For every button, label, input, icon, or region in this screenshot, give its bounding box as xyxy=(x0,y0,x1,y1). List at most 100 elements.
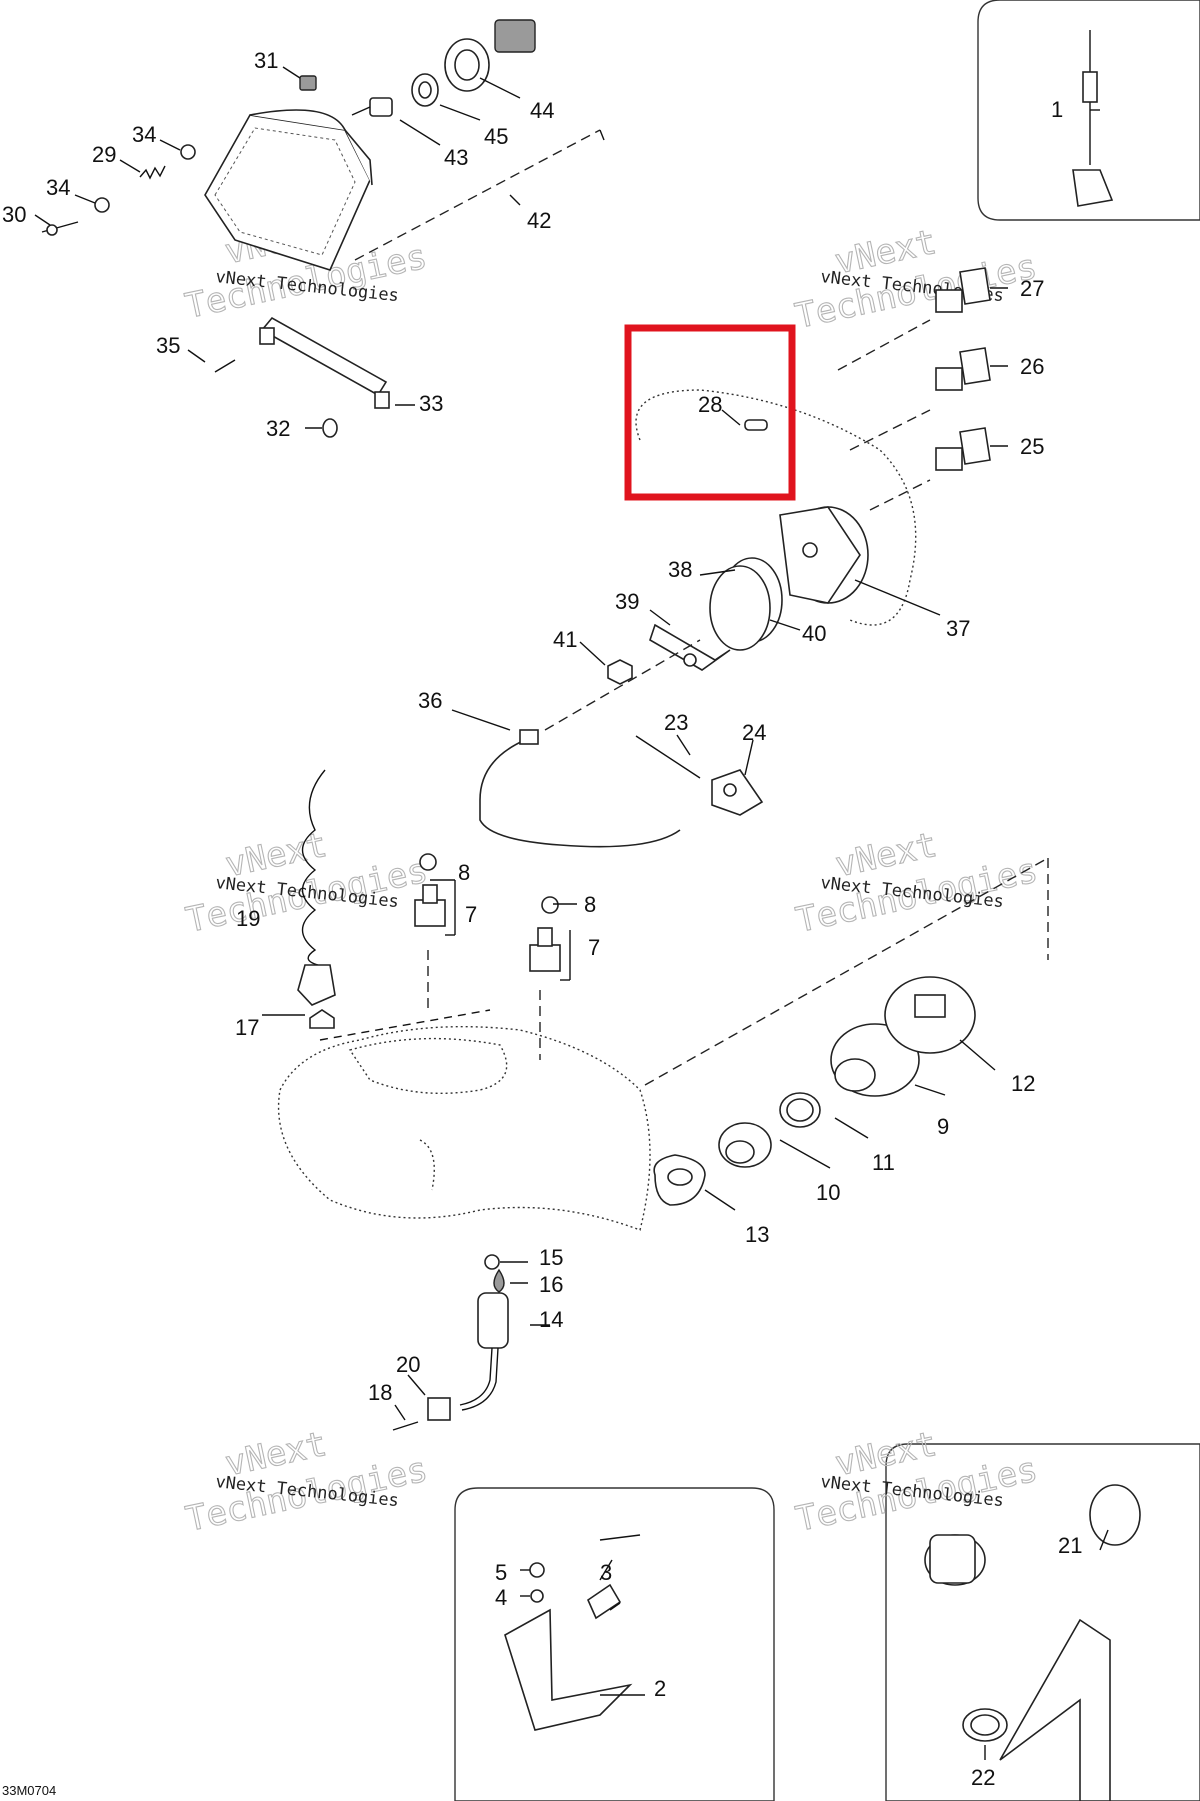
callout-15: 15 xyxy=(539,1245,563,1270)
inset-cable-icon xyxy=(1072,30,1114,207)
seal-ring-icon xyxy=(709,557,783,651)
inset-frame-bottom-center xyxy=(454,1487,775,1801)
sealant-drop-icon xyxy=(493,1268,505,1293)
callout-35: 35 xyxy=(156,333,180,358)
callout-39: 39 xyxy=(615,589,639,614)
switch-dash-3 xyxy=(869,479,931,511)
drawing-code: 33M0704 xyxy=(2,1783,56,1798)
callout-8-right: 8 xyxy=(584,892,596,917)
callout-labels: 1 2 3 4 5 7 7 8 8 9 10 11 12 13 14 15 16… xyxy=(2,48,1082,1790)
inset-frame-top-right xyxy=(977,0,1200,221)
callout-19: 19 xyxy=(236,906,260,931)
callout-5: 5 xyxy=(495,1560,507,1585)
switch-27-icon xyxy=(935,267,991,313)
rivet-icon xyxy=(214,359,236,373)
callout-7-right: 7 xyxy=(588,935,600,960)
sender-nut-icon xyxy=(484,1254,500,1270)
ignition-switch-icon xyxy=(830,1023,920,1097)
callout-45: 45 xyxy=(484,124,508,149)
inset-nut-icon xyxy=(529,1562,545,1603)
speedo-cable-icon xyxy=(479,739,681,848)
gauge-housing-icon xyxy=(779,506,869,604)
inset-frame-bottom-right xyxy=(885,1443,1200,1801)
thermo-wire-icon xyxy=(635,735,701,779)
switch-dash-1 xyxy=(837,319,931,371)
watermark-mid-left: vNext Technologies xyxy=(182,824,432,941)
callout-22: 22 xyxy=(971,1765,995,1790)
gauge-bracket-icon xyxy=(649,623,731,671)
callout-34-bottom: 34 xyxy=(46,175,70,200)
callout-43: 43 xyxy=(444,145,468,170)
inset-clip-icon xyxy=(586,1559,622,1620)
callout-31: 31 xyxy=(254,48,278,73)
speedo-cable-dash xyxy=(544,639,701,731)
switch-dash-2 xyxy=(849,409,931,451)
inset-frame-tube-icon xyxy=(999,1618,1111,1801)
washer-icon xyxy=(94,144,196,213)
mounting-bracket-icon xyxy=(259,316,390,409)
bulb-28-icon xyxy=(744,419,768,431)
inset-switch-icon xyxy=(924,1534,986,1586)
callout-18: 18 xyxy=(368,1380,392,1405)
callout-42: 42 xyxy=(527,208,551,233)
callout-30: 30 xyxy=(2,202,26,227)
callout-3: 3 xyxy=(600,1560,612,1585)
callout-41: 41 xyxy=(553,627,577,652)
callout-24: 24 xyxy=(742,720,766,745)
inset-socket-icon xyxy=(1089,1484,1141,1546)
ignition-cap-icon xyxy=(718,1122,772,1168)
screw-left-icon xyxy=(41,221,79,236)
leader-lines xyxy=(34,66,1109,1760)
callout-10: 10 xyxy=(816,1180,840,1205)
bracket-tick xyxy=(599,129,605,141)
hood-dash xyxy=(319,1009,491,1041)
callout-44: 44 xyxy=(530,98,554,123)
callout-40: 40 xyxy=(802,621,826,646)
fuel-sender-icon xyxy=(459,1292,509,1411)
bracket-dashed-line xyxy=(354,129,601,261)
callout-25: 25 xyxy=(1020,434,1044,459)
hood-inner-outline xyxy=(348,1037,508,1095)
callout-32: 32 xyxy=(266,416,290,441)
spring-icon xyxy=(139,165,166,180)
callout-20: 20 xyxy=(396,1352,420,1377)
callout-4: 4 xyxy=(495,1585,507,1610)
callout-23: 23 xyxy=(664,710,688,735)
key-icon xyxy=(653,1154,706,1206)
bulb-socket-icon xyxy=(411,73,439,107)
switch-left-icon xyxy=(414,853,446,927)
callout-37: 37 xyxy=(946,616,970,641)
callout-17: 17 xyxy=(235,1015,259,1040)
callout-26: 26 xyxy=(1020,354,1044,379)
callout-21: 21 xyxy=(1058,1533,1082,1558)
headlight-assembly xyxy=(204,109,373,271)
switch-26-icon xyxy=(935,347,991,391)
callout-7-left: 7 xyxy=(465,902,477,927)
highlight-box-part-28 xyxy=(624,324,796,501)
callout-14: 14 xyxy=(539,1307,563,1332)
lamp-ring-icon xyxy=(444,38,490,92)
callout-36: 36 xyxy=(418,688,442,713)
temperature-sensor-icon xyxy=(711,769,764,816)
hood-detail-outline xyxy=(419,1139,435,1191)
headlight-clip-icon xyxy=(299,75,317,91)
inset-bracket-icon xyxy=(504,1608,633,1731)
ignition-dash-line xyxy=(644,857,1049,1086)
tether-cord-icon xyxy=(301,769,326,966)
callout-27: 27 xyxy=(1020,276,1044,301)
switch-25-icon xyxy=(935,427,991,471)
hood-outline xyxy=(277,1025,651,1231)
gauge-nut-icon xyxy=(607,659,633,685)
callout-16: 16 xyxy=(539,1272,563,1297)
cable-end-icon xyxy=(519,729,539,745)
callout-12: 12 xyxy=(1011,1071,1035,1096)
callout-34-top: 34 xyxy=(132,122,156,147)
switch-right-icon xyxy=(529,896,561,972)
connector-20-icon xyxy=(427,1397,451,1421)
nut-icon xyxy=(322,418,338,438)
callout-8-left: 8 xyxy=(458,860,470,885)
terminal-18-icon xyxy=(392,1421,419,1431)
ignition-connector-icon xyxy=(884,976,976,1054)
headlight-bulb-icon xyxy=(351,97,393,117)
